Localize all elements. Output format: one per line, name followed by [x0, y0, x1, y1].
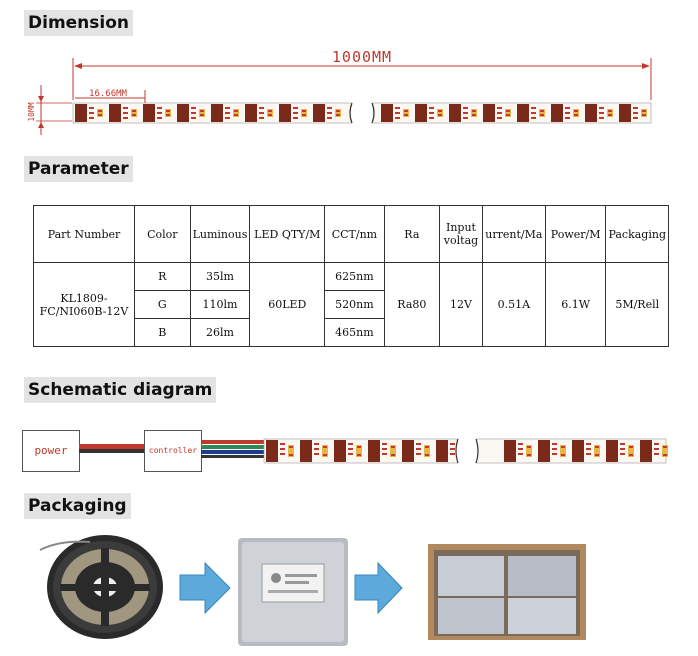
- header-power: Power/M: [544, 205, 607, 263]
- power-label: power: [34, 444, 68, 457]
- header-ra: Ra: [383, 205, 441, 263]
- table-row: G 110lm 520nm: [34, 290, 669, 319]
- wire-controller-strip: [201, 440, 266, 458]
- wire-power-controller: [79, 444, 147, 453]
- voltage-cell: 12V: [439, 262, 483, 347]
- section-title-dimension: Dimension: [24, 10, 134, 36]
- arrow-right-icon: [179, 561, 231, 615]
- section-title-schematic: Schematic diagram: [24, 377, 217, 403]
- antistatic-bag-image: [238, 538, 348, 646]
- led-strip-schematic: [263, 437, 668, 465]
- table-row: KL1809-FC/NI060B-12V R 35lm 60LED 625nm …: [33, 262, 669, 347]
- led-reel-image: [39, 535, 163, 639]
- header-color: Color: [133, 205, 191, 263]
- led-strip-dimension: [72, 101, 652, 125]
- packaging-cell: 5M/Rell: [605, 262, 669, 347]
- table-row: B 26lm 465nm: [34, 318, 669, 347]
- luminous-cell: 35lm: [189, 262, 251, 291]
- cct-cell: 520nm: [324, 290, 385, 319]
- arrow-right-icon: [354, 561, 403, 615]
- packaging-images: [39, 535, 586, 646]
- header-led-qty: LED QTY/M: [249, 205, 326, 263]
- led-qty-cell: 60LED: [249, 262, 326, 347]
- carton-box-image: [428, 544, 586, 640]
- power-box: power: [22, 430, 80, 472]
- header-part-number: Part Number: [33, 205, 135, 263]
- header-luminous: Luminous: [189, 205, 251, 263]
- color-cell: B: [133, 318, 191, 347]
- parameter-table: Part Number Color Luminous LED QTY/M CCT…: [33, 205, 669, 347]
- dimension-drawing: 1000MM 16.66MM 10MM: [27, 48, 652, 135]
- power-cell: 6.1W: [544, 262, 607, 347]
- controller-box: controller: [144, 430, 202, 472]
- header-current: urrent/Ma: [481, 205, 546, 263]
- section-title-packaging: Packaging: [24, 493, 131, 519]
- controller-label: controller: [148, 446, 198, 455]
- color-cell: G: [133, 290, 191, 319]
- ra-cell: Ra80: [383, 262, 441, 347]
- color-cell: R: [133, 262, 191, 291]
- total-length-label: 1000MM: [332, 48, 392, 66]
- segment-length-label: 16.66MM: [89, 89, 128, 99]
- header-cct: CCT/nm: [324, 205, 385, 263]
- part-number-cell: KL1809-FC/NI060B-12V: [33, 262, 135, 347]
- luminous-cell: 26lm: [189, 318, 251, 347]
- width-label: 10MM: [27, 102, 36, 121]
- section-title-parameter: Parameter: [24, 156, 133, 182]
- luminous-cell: 110lm: [189, 290, 251, 319]
- header-input-voltage: Input voltag: [439, 205, 483, 263]
- header-packaging: Packaging: [605, 205, 669, 263]
- cct-cell: 625nm: [324, 262, 385, 291]
- current-cell: 0.51A: [481, 262, 546, 347]
- table-header-row: Part Number Color Luminous LED QTY/M CCT…: [33, 205, 669, 263]
- cct-cell: 465nm: [324, 318, 385, 347]
